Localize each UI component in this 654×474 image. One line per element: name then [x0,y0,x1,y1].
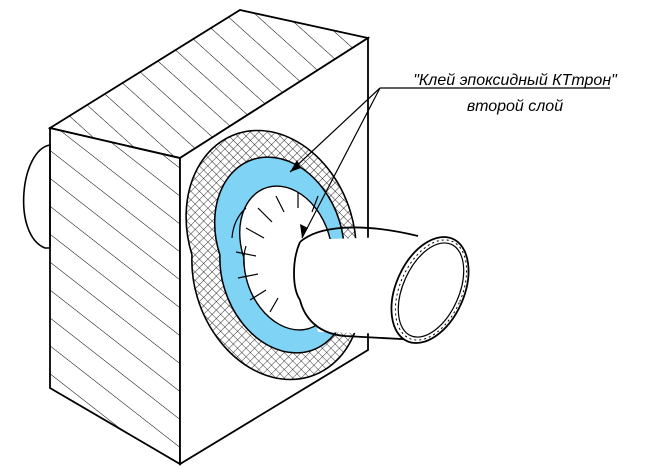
pipe-end-inner [397,242,465,338]
leader-arrowhead-2 [300,224,308,238]
block-left-face [49,126,181,466]
leader-arrowhead-1 [290,160,301,172]
pipe-top-edge [299,226,419,243]
rear-pipe-stub [22,144,51,249]
pipe-wall-hatch [394,239,468,341]
pipe-bottom-edge [299,299,421,341]
callout-label-line2: второй слой [466,98,564,115]
callout-leaders [289,87,610,239]
callout-label-line1: "Клей эпоксидный КТтрон" [413,72,617,89]
pipe-left-edge [293,241,301,301]
insulation-segments [231,192,319,313]
